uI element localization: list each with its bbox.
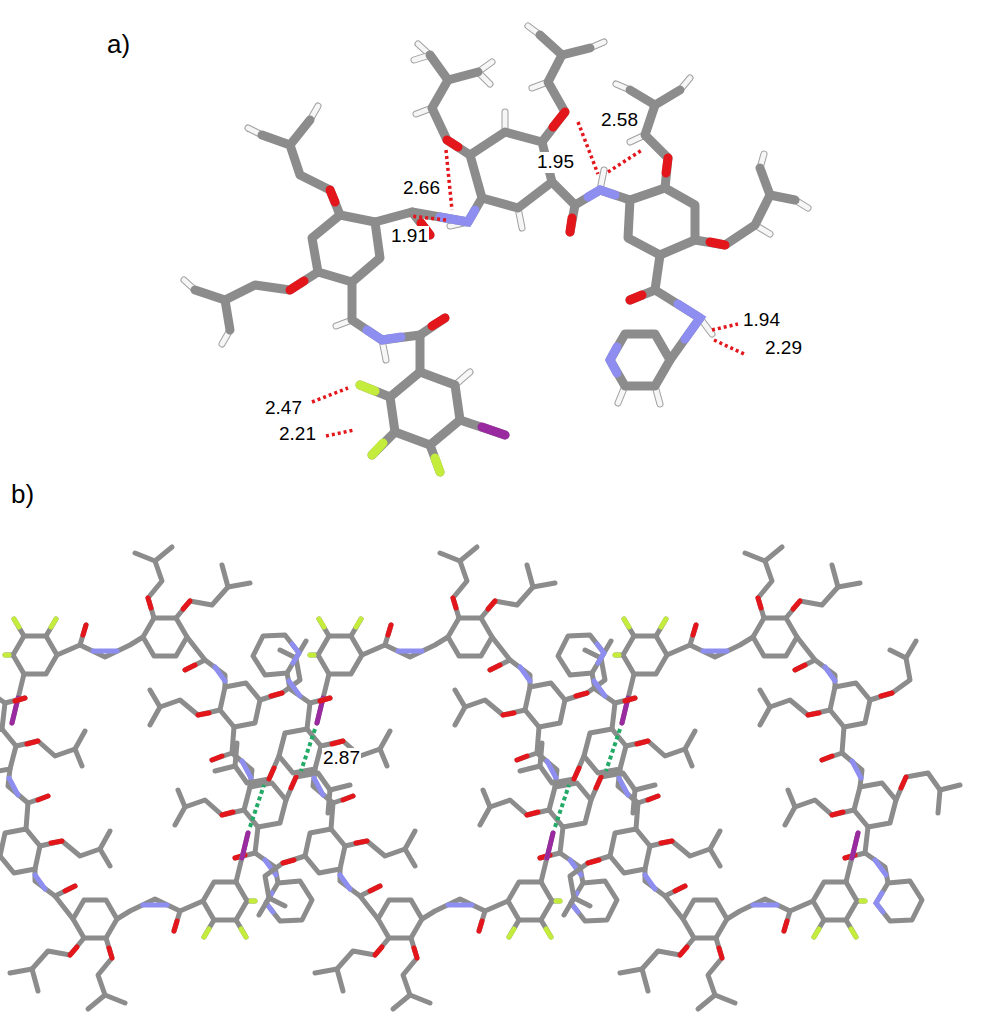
distance-label: 1.95 bbox=[536, 152, 575, 173]
panel-label: a) bbox=[106, 30, 131, 59]
distance-label: 2.87 bbox=[322, 748, 361, 769]
distance-label: 2.66 bbox=[402, 178, 441, 199]
hydrogen-bonds bbox=[312, 122, 744, 436]
distance-label: 1.91 bbox=[390, 226, 429, 247]
distance-label: 2.21 bbox=[278, 424, 317, 445]
crystal-packing-b bbox=[0, 547, 960, 1009]
distance-label: 2.29 bbox=[764, 338, 803, 359]
halogen-bonds bbox=[250, 729, 620, 827]
distance-label: 2.47 bbox=[264, 398, 303, 419]
distance-label: 2.58 bbox=[600, 110, 639, 131]
panel-label: b) bbox=[10, 480, 35, 509]
molecule-a bbox=[184, 26, 808, 472]
distance-label: 1.94 bbox=[742, 310, 781, 331]
